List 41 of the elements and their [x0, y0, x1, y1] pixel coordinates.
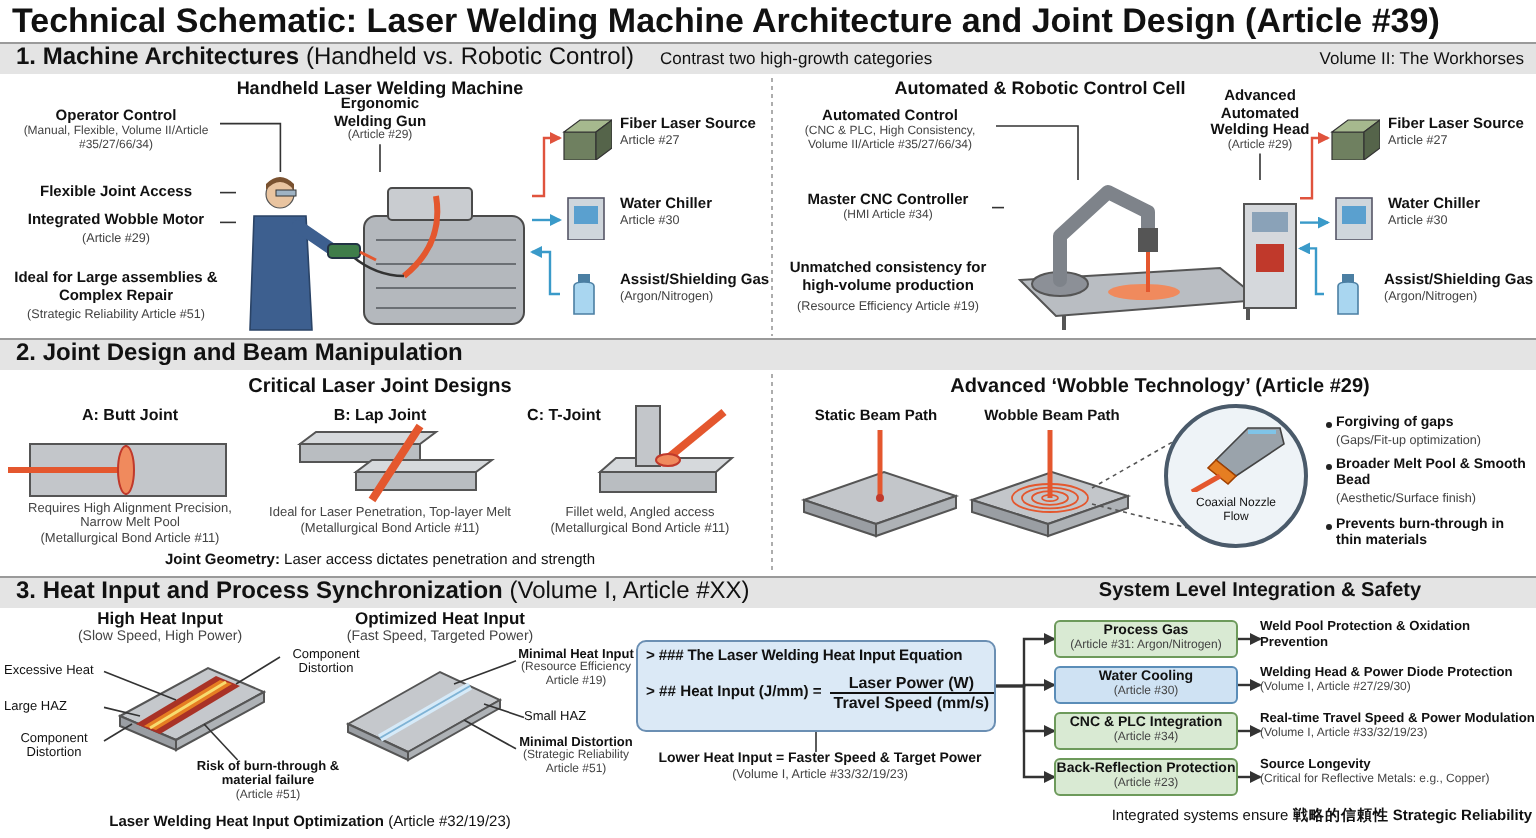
arrow [1238, 679, 1262, 691]
panel-title: Critical Laser Joint Designs [246, 376, 514, 399]
panel-title: Handheld Laser Welding Machine [234, 78, 526, 98]
leader-line [203, 723, 239, 761]
arrow [1238, 725, 1262, 737]
leader-line [103, 723, 133, 742]
subheading: Contrast two high-growth categories [660, 50, 935, 70]
arrow [1300, 132, 1330, 200]
panel-title: High Heat Input [95, 610, 225, 629]
arrow [1298, 242, 1324, 296]
section-heading: 3. Heat Input and Process Synchronization (Volume I, Article #XX) [16, 578, 752, 606]
arrow [530, 246, 560, 296]
arrow [1300, 216, 1330, 229]
title: Technical Schematic: Laser Welding Machine Architecture and Joint Design (Article #39) [12, 2, 1440, 42]
leader-line [463, 719, 517, 750]
subheading: Volume II: The Workhorses [1317, 50, 1524, 70]
arrow [532, 214, 562, 226]
leader-line [219, 191, 237, 194]
panel-title: Optimized Heat Input [353, 610, 527, 629]
leader-line [991, 206, 1005, 209]
section-heading: 2. Joint Design and Beam Manipulation [16, 340, 465, 368]
arrow [1238, 633, 1262, 645]
panel-title: Advanced ‘Wobble Technology’ (Article #29) [948, 376, 1372, 399]
joint-title: B: Lap Joint [331, 406, 429, 425]
leader-line [235, 656, 281, 685]
joint-title: C: T-Joint [525, 406, 603, 425]
leader-line [1259, 152, 1261, 181]
leader-line [453, 660, 517, 685]
arrow [1238, 771, 1262, 783]
leader-line [379, 143, 381, 173]
leader-line [483, 703, 525, 719]
arrow [532, 132, 562, 198]
arrow [996, 684, 1056, 783]
leader-line [995, 125, 1079, 181]
leader-line [219, 122, 282, 173]
connector-line [815, 731, 817, 753]
joint-title: A: Butt Joint [80, 406, 180, 425]
leader-line [103, 706, 141, 717]
leader-line [219, 221, 237, 224]
panel-title: System Level Integration & Safety [1096, 580, 1424, 603]
leader-line [103, 670, 177, 701]
